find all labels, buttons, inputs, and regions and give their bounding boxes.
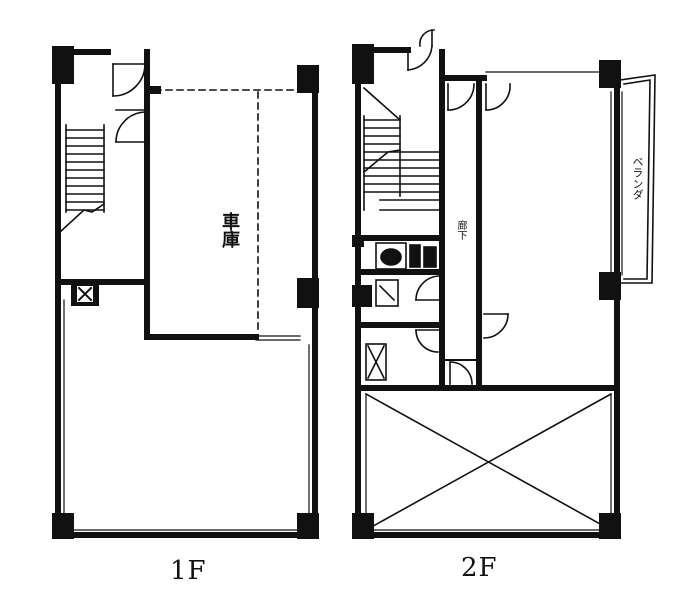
floor-label-2f: 2F (461, 553, 498, 583)
toilet-fixture (375, 242, 437, 270)
balcony-label: ベランダ (631, 156, 644, 200)
garage-opening-dashed (154, 89, 306, 331)
floor-1f-plan (52, 46, 319, 539)
corridor-label: 廊下 (455, 220, 466, 240)
floor-1f-doors (112, 63, 146, 143)
floor-1f-stairs (58, 124, 106, 234)
floor-2f-void-cross (364, 392, 613, 532)
floor-1f-shaft (71, 282, 99, 306)
floor-2f-stairs (362, 86, 441, 211)
floor-2f-shaft (365, 343, 387, 381)
floor-2f-plan (352, 29, 656, 539)
garage-label: 車庫 (219, 212, 240, 248)
floor-2f-doors (407, 29, 511, 385)
floor-2f-windows (365, 71, 623, 531)
floor-1f-windows (63, 299, 310, 531)
floor-2f-columns (352, 44, 621, 539)
floor-label-1f: 1F (170, 556, 207, 586)
floor-1f-columns (52, 46, 319, 539)
balcony-outline (619, 74, 656, 284)
washroom-fixture (375, 279, 399, 307)
